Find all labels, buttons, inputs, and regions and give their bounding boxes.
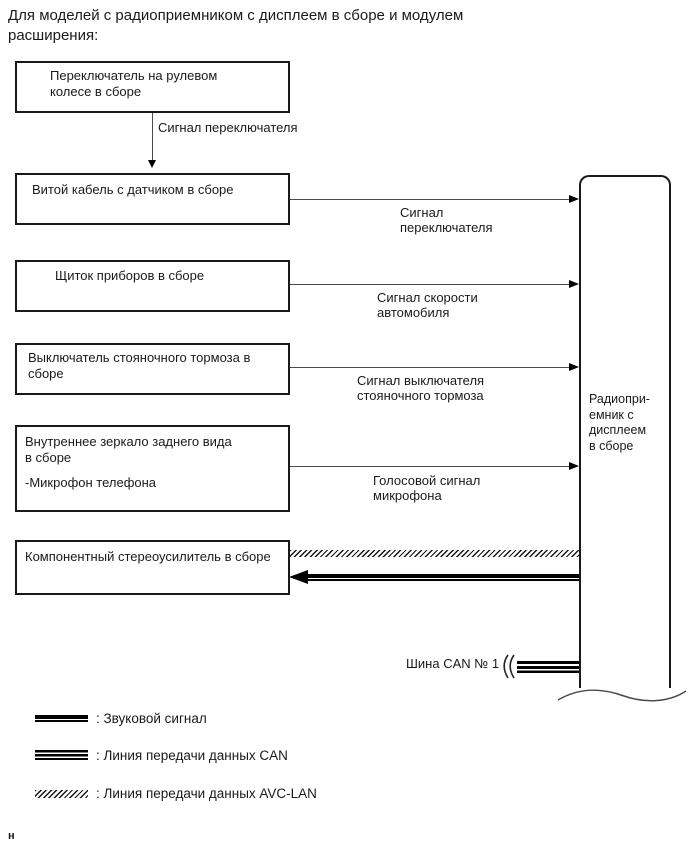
radio-receiver-label: Радиопри- емник с дисплеем в сборе (589, 392, 650, 454)
signal-label-switch-vertical: Сигнал переключателя (158, 120, 298, 135)
signal-label-parking-brake: Сигнал выключателя стояночного тормоза (357, 373, 484, 403)
footer-mark: н (8, 830, 15, 842)
audio-signal-line (307, 574, 579, 581)
legend-can-label: : Линия передачи данных CAN (96, 748, 288, 763)
signal-line-speed (290, 284, 570, 285)
signal-line-microphone (290, 466, 570, 467)
legend-avc-lan-line-sample (35, 790, 88, 798)
box-label-line: в сборе (589, 438, 634, 453)
signal-label-line: Сигнал переключателя (158, 120, 298, 135)
arrowhead-right-icon (569, 195, 579, 203)
arrowhead-down-icon (148, 160, 156, 168)
arrowhead-left-icon (289, 570, 308, 584)
box-label-line: в сборе (25, 450, 72, 465)
can-bus-line (517, 661, 579, 673)
signal-label-microphone: Голосовой сигнал микрофона (373, 473, 480, 503)
title-line: расширения: (8, 27, 99, 44)
break-wave-line (557, 689, 687, 702)
flow-box-parking-brake-switch: Выключатель стояночного тормоза в сборе (15, 343, 290, 395)
flow-box-instrument-cluster: Щиток приборов в сборе (15, 260, 290, 312)
arrowhead-right-icon (569, 363, 579, 371)
arrowhead-right-icon (569, 280, 579, 288)
box-label-line: Компонентный стереоусилитель в сборе (25, 549, 271, 564)
legend-can-line-sample (35, 750, 88, 760)
signal-label-line: микрофона (373, 488, 442, 503)
signal-label-line: стояночного тормоза (357, 388, 484, 403)
signal-label-line: переключателя (400, 220, 493, 235)
signal-label-line: Голосовой сигнал (373, 473, 481, 488)
break-marks-icon (503, 654, 515, 679)
flow-box-steering-wheel-switch: Переключатель на рулевом колесе в сборе (15, 61, 290, 113)
avc-lan-line (290, 550, 579, 557)
page-title: Для моделей с радиоприемником с дисплеем… (8, 6, 463, 46)
box-label-line: Щиток приборов в сборе (55, 268, 205, 283)
signal-line-switch (290, 199, 570, 200)
signal-label-line: Шина CAN № 1 (406, 656, 500, 671)
flow-box-stereo-amplifier: Компонентный стереоусилитель в сборе (15, 540, 290, 595)
box-label-line: Переключатель на рулевом (50, 68, 218, 83)
box-label-line: Витой кабель с датчиком в сборе (32, 182, 234, 197)
arrowhead-right-icon (569, 462, 579, 470)
can-bus-label: Шина CAN № 1 (406, 656, 499, 671)
signal-label-switch: Сигнал переключателя (400, 205, 493, 235)
box-label-line: дисплеем (589, 423, 647, 437)
signal-label-speed: Сигнал скорости автомобиля (377, 290, 478, 320)
flow-box-spiral-cable: Витой кабель с датчиком в сборе (15, 173, 290, 225)
flow-box-inner-mirror: Внутреннее зеркало заднего вида в сборе … (15, 425, 290, 512)
box-label-line: Выключатель стояночного тормоза в (28, 350, 251, 365)
flow-box-radio-receiver: Радиопри- емник с дисплеем в сборе (579, 175, 671, 688)
box-label-line: колесе в сборе (50, 84, 142, 99)
signal-label-line: Сигнал скорости (377, 290, 478, 305)
signal-line-parking-brake (290, 367, 570, 368)
legend-avc-lan-label: : Линия передачи данных AVC-LAN (96, 786, 317, 801)
legend-audio-label: : Звуковой сигнал (96, 711, 207, 726)
box-label-line: Внутреннее зеркало заднего вида (25, 434, 232, 449)
box-sub-label-line: -Микрофон телефона (25, 475, 157, 490)
signal-label-line: Сигнал (400, 205, 444, 220)
title-line: Для моделей с радиоприемником с дисплеем… (8, 7, 464, 24)
signal-line-switch-vertical (152, 113, 153, 161)
box-label-line: Радиопри- (589, 392, 650, 406)
box-label-line: сборе (28, 366, 64, 381)
signal-label-line: Сигнал выключателя (357, 373, 485, 388)
box-label-line: емник с (589, 407, 634, 422)
signal-label-line: автомобиля (377, 305, 450, 320)
legend-audio-line-sample (35, 715, 88, 722)
